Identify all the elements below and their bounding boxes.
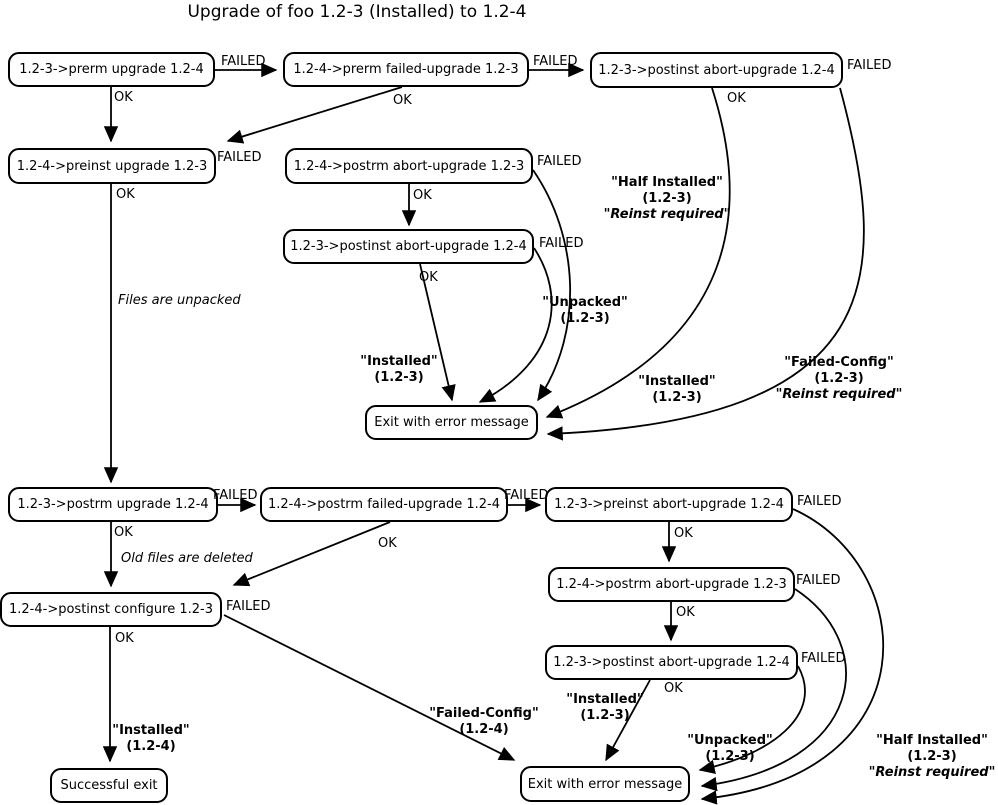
edge-label-ok: OK [664, 681, 683, 696]
state-line: "Installed" [112, 723, 190, 738]
state-half-installed-top: "Half Installed" (1.2-3) "Reinst require… [604, 175, 731, 223]
state-line: "Unpacked" [542, 295, 628, 310]
state-line: (1.2-3) [814, 370, 864, 386]
node-exit-error-mid: Exit with error message [365, 405, 538, 440]
edge-label-ok: OK [378, 536, 397, 551]
node-postrm-upgrade: 1.2-3->postrm upgrade 1.2-4 [8, 487, 218, 522]
state-half-installed-bottom: "Half Installed" (1.2-3) "Reinst require… [869, 733, 996, 781]
edge-label-failed: FAILED [539, 236, 584, 251]
state-line: (1.2-3) [705, 748, 755, 764]
edge-label-failed: FAILED [226, 599, 271, 614]
edge-label-ok: OK [116, 187, 135, 202]
edge-postinstabort-bottom-ok [605, 679, 651, 762]
state-line: (1.2-3) [580, 707, 630, 723]
state-line: "Half Installed" [876, 733, 988, 748]
state-line: "Reinst required" [868, 764, 996, 780]
state-line: (1.2-3) [907, 748, 957, 764]
edge-postinstabort-bottom-failed [698, 665, 806, 774]
edge-postinstabort-mid-ok [419, 263, 456, 402]
edge-label-failed: FAILED [801, 651, 846, 666]
edge-label-failed: FAILED [504, 488, 549, 503]
state-unpacked-bottom: "Unpacked" (1.2-3) [687, 733, 773, 765]
node-prerm-upgrade: 1.2-3->prerm upgrade 1.2-4 [8, 52, 215, 87]
edge-postrmabort-mid-failed [532, 169, 572, 402]
state-line: (1.2-3) [642, 190, 692, 206]
node-exit-error-bottom: Exit with error message [520, 766, 690, 802]
state-installed-bottom-left: "Installed" (1.2-4) [112, 723, 189, 755]
edge-label-ok: OK [674, 526, 693, 541]
edge-label-ok: OK [419, 270, 438, 285]
node-preinst-upgrade: 1.2-4->preinst upgrade 1.2-3 [8, 148, 216, 184]
state-failed-config-bottom: "Failed-Config" (1.2-4) [429, 706, 539, 738]
edge-label-ok: OK [676, 605, 695, 620]
state-line: (1.2-4) [459, 721, 509, 737]
edge-label-ok: OK [413, 188, 432, 203]
node-postrm-abort-upgrade-mid: 1.2-4->postrm abort-upgrade 1.2-3 [285, 148, 533, 184]
edge-label-failed: FAILED [217, 150, 262, 165]
edge-postrmfail-ok [232, 521, 391, 587]
state-line: "Failed-Config" [429, 706, 539, 721]
annotation-old-files-deleted: Old files are deleted [121, 551, 253, 566]
state-failed-config-mid: "Failed-Config" (1.2-3) "Reinst required… [776, 355, 903, 403]
edge-preinstabort-failed [700, 508, 885, 805]
state-unpacked-mid: "Unpacked" (1.2-3) [542, 295, 628, 327]
edge-postinstabort-top-failed [546, 87, 865, 441]
state-line: (1.2-4) [126, 738, 176, 754]
state-line: "Reinst required" [603, 206, 731, 222]
state-installed-bottom-right: "Installed" (1.2-3) [566, 692, 643, 724]
state-line: "Reinst required" [775, 386, 903, 402]
edge-label-ok: OK [114, 90, 133, 105]
edge-prermfail-ok [226, 86, 403, 144]
state-line: "Installed" [360, 354, 438, 369]
edge-label-ok: OK [114, 525, 133, 540]
state-line: (1.2-3) [560, 310, 610, 326]
edge-label-failed: FAILED [796, 573, 841, 588]
node-postinst-abort-upgrade-mid: 1.2-3->postinst abort-upgrade 1.2-4 [283, 229, 534, 264]
state-installed-mid-left: "Installed" (1.2-3) [360, 354, 437, 386]
state-line: (1.2-3) [652, 389, 702, 405]
state-installed-mid-right: "Installed" (1.2-3) [638, 374, 715, 406]
node-postrm-abort-upgrade-bottom: 1.2-4->postrm abort-upgrade 1.2-3 [548, 567, 795, 602]
state-line: "Installed" [638, 374, 716, 389]
edge-label-failed: FAILED [537, 154, 582, 169]
state-line: "Unpacked" [687, 733, 773, 748]
node-postinst-abort-upgrade-top: 1.2-3->postinst abort-upgrade 1.2-4 [590, 52, 843, 88]
diagram-title: Upgrade of foo 1.2-3 (Installed) to 1.2-… [187, 2, 527, 22]
state-line: "Installed" [566, 692, 644, 707]
edge-label-failed: FAILED [221, 54, 266, 69]
node-successful-exit: Successful exit [50, 768, 168, 803]
node-postinst-abort-upgrade-bottom: 1.2-3->postinst abort-upgrade 1.2-4 [545, 645, 798, 680]
state-line: "Half Installed" [611, 175, 723, 190]
annotation-files-unpacked: Files are unpacked [118, 293, 241, 308]
node-preinst-abort-upgrade: 1.2-3->preinst abort-upgrade 1.2-4 [545, 487, 793, 522]
node-postrm-failed-upgrade: 1.2-4->postrm failed-upgrade 1.2-4 [260, 487, 508, 522]
node-postinst-configure: 1.2-4->postinst configure 1.2-3 [0, 592, 222, 627]
node-prerm-failed-upgrade: 1.2-4->prerm failed-upgrade 1.2-3 [283, 52, 529, 87]
edge-label-failed: FAILED [533, 54, 578, 69]
edge-postinstabort-top-ok [545, 87, 731, 419]
state-line: "Failed-Config" [784, 355, 894, 370]
edge-configure-failed [223, 614, 516, 761]
edge-label-ok: OK [393, 93, 412, 108]
edge-postrmabort-bottom-failed [700, 588, 847, 792]
edge-label-ok: OK [727, 91, 746, 106]
edge-postinstabort-mid-failed [478, 247, 553, 403]
edge-label-failed: FAILED [797, 494, 842, 509]
edge-label-ok: OK [115, 631, 134, 646]
state-line: (1.2-3) [374, 369, 424, 385]
edge-label-failed: FAILED [847, 58, 892, 73]
edge-label-failed: FAILED [213, 488, 258, 503]
